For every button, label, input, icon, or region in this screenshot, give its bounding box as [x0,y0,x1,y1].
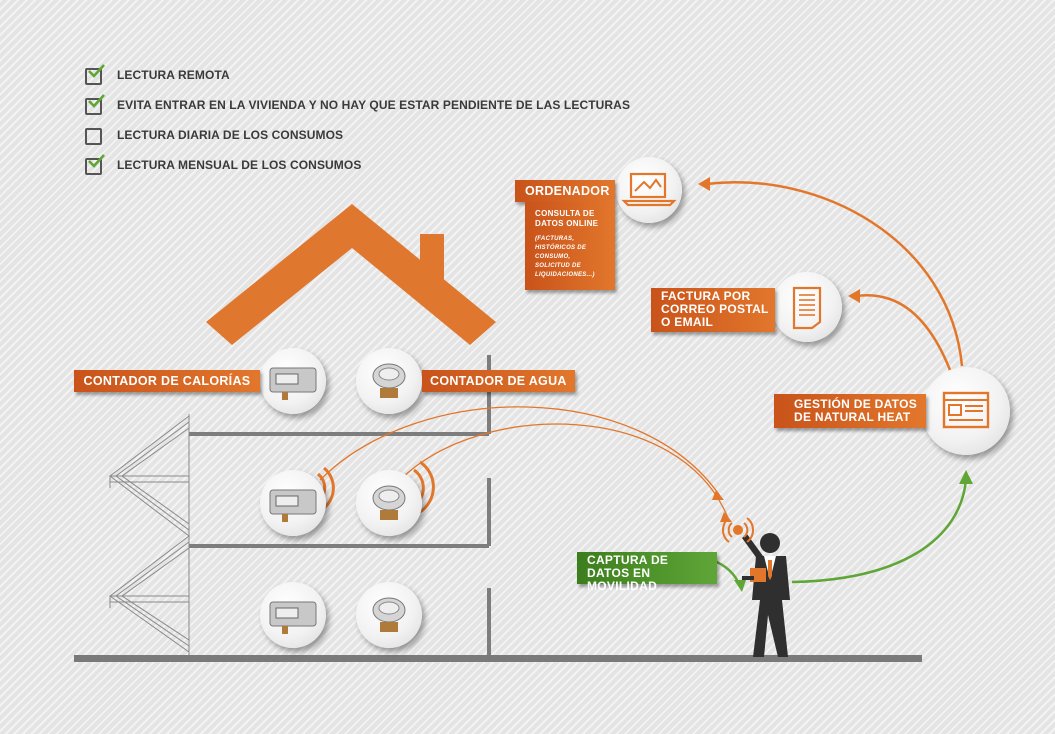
check-item: LECTURA DIARIA DE LOS CONSUMOS [84,120,630,150]
factura-text: FACTURA POR CORREO POSTAL O EMAIL [661,289,769,329]
ground-floor [74,655,922,662]
captura-text: CAPTURA DE DATOS EN MOVILIDAD [587,553,669,593]
person-figure [742,533,790,657]
handheld-signal [722,517,754,543]
radio-signal-arcs [319,406,732,522]
consulta-title: CONSULTA DE DATOS ONLINE [535,209,599,228]
check-item: LECTURA REMOTA [84,60,630,90]
water-meter-icon [356,348,422,414]
features-checklist: LECTURA REMOTA EVITA ENTRAR EN LA VIVIEN… [84,60,630,180]
house-roof [206,204,496,345]
gestion-text: GESTIÓN DE DATOS DE NATURAL HEAT [794,397,918,424]
water-meter-icon [356,582,422,648]
label-contador-agua: CONTADOR DE AGUA [422,370,575,392]
building-structure [189,355,491,658]
heat-meter-icon [260,348,326,414]
consulta-panel: CONSULTA DE DATOS ONLINE (FACTURAS, HIST… [525,202,615,290]
label-contador-calorias: CONTADOR DE CALORÍAS [74,370,260,392]
label-factura: FACTURA POR CORREO POSTAL O EMAIL [651,288,775,332]
check-item: LECTURA MENSUAL DE LOS CONSUMOS [84,150,630,180]
checkbox-checked-icon [84,154,105,175]
check-label: LECTURA REMOTA [117,68,230,82]
checkbox-empty-icon [84,126,104,145]
checkbox-checked-icon [84,64,105,85]
label-captura: CAPTURA DE DATOS EN MOVILIDAD [577,552,717,593]
label-gestion: GESTIÓN DE DATOS DE NATURAL HEAT [774,394,926,428]
data-flow-arrows [698,177,964,371]
label-ordenador: ORDENADOR [515,180,615,202]
consulta-detail: (FACTURAS, HISTÓRICOS DE CONSUMO, SOLICI… [535,236,595,278]
heat-meter-icon [260,582,326,648]
laptop-icon [621,172,677,207]
check-label: LECTURA DIARIA DE LOS CONSUMOS [117,128,344,142]
heat-meter-icon [260,470,326,536]
browser-window-icon [942,391,990,429]
checkbox-checked-icon [84,94,105,115]
check-item: EVITA ENTRAR EN LA VIVIENDA Y NO HAY QUE… [84,90,630,120]
data-management-icon-circle [922,367,1010,455]
invoice-icon-circle [772,272,842,342]
check-label: EVITA ENTRAR EN LA VIVIENDA Y NO HAY QUE… [117,98,631,112]
computer-icon-circle [616,157,682,223]
staircase [109,414,190,658]
water-meter-icon [356,470,422,536]
check-label: LECTURA MENSUAL DE LOS CONSUMOS [117,158,362,172]
document-icon [792,286,822,330]
